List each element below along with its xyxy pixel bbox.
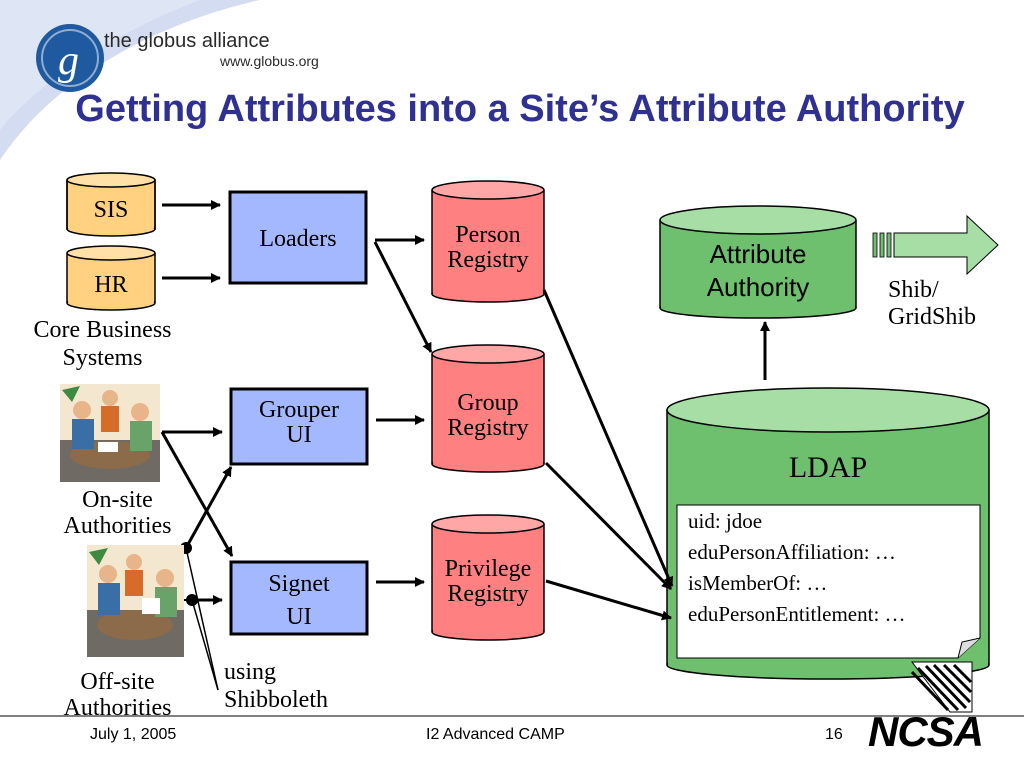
slide-title: Getting Attributes into a Site’s Attribu… xyxy=(75,88,965,130)
globus-logo-icon: g xyxy=(36,24,104,92)
on-site-authorities-clipart xyxy=(60,384,160,482)
globus-alliance-wordmark: the globus alliance xyxy=(104,30,270,52)
privilege-registry-cylinder xyxy=(431,514,545,641)
group-registry-cylinder xyxy=(431,344,545,473)
shib-gridshib-label: Shib/GridShib xyxy=(888,277,977,330)
ldap-label: LDAP xyxy=(788,451,868,484)
attribute-authority-cylinder xyxy=(659,205,857,319)
loaders-label: Loaders xyxy=(259,226,337,252)
globus-url: www.globus.org xyxy=(220,53,319,69)
hr-cylinder xyxy=(66,245,156,311)
off-site-authorities-clipart xyxy=(87,545,184,657)
footer-date: July 1, 2005 xyxy=(90,726,177,743)
ldap-attribute-list: uid: jdoe eduPersonAffiliation: … isMemb… xyxy=(688,506,906,630)
ldap-attr-ismemberof: isMemberOf: … xyxy=(688,571,828,595)
hr-label: HR xyxy=(94,272,128,298)
loaders-box xyxy=(228,190,368,285)
signet-box xyxy=(229,560,369,636)
sis-cylinder xyxy=(66,172,156,237)
ldap-attr-affiliation: eduPersonAffiliation: … xyxy=(688,540,896,564)
flow-arrows xyxy=(160,200,770,621)
footer-event: I2 Advanced CAMP xyxy=(426,726,565,743)
ncsa-logo-icon xyxy=(910,661,973,713)
svg-text:g: g xyxy=(58,38,79,84)
shib-output-arrow-icon xyxy=(872,214,999,276)
ldap-attr-uid: uid: jdoe xyxy=(688,509,763,533)
ldap-attr-entitlement: eduPersonEntitlement: … xyxy=(688,602,906,626)
sis-label: SIS xyxy=(93,197,129,223)
person-registry-cylinder xyxy=(431,180,545,303)
grouper-box xyxy=(229,387,369,466)
ncsa-wordmark: NCSA xyxy=(868,708,984,755)
footer-page-number: 16 xyxy=(825,726,843,743)
